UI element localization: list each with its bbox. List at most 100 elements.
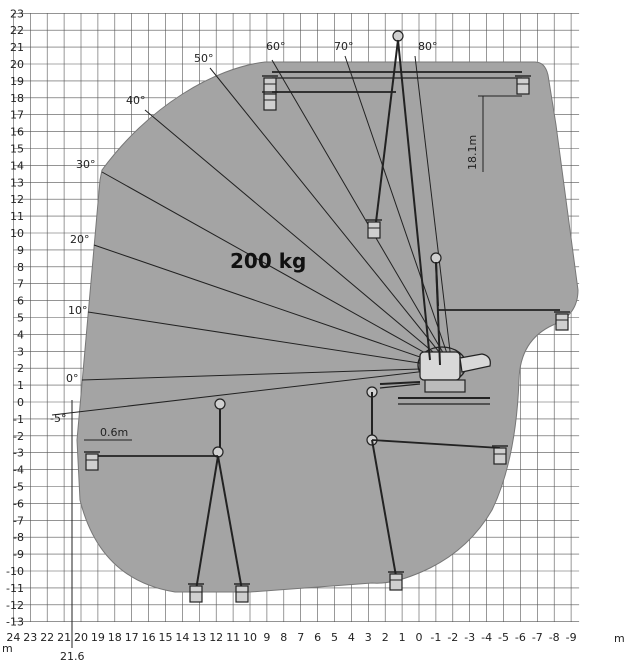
x-tick-label: 5 (331, 631, 338, 644)
y-tick-label: -1 (13, 413, 24, 426)
boom-arm (375, 39, 399, 223)
y-tick-label: 2 (17, 362, 24, 375)
x-tick-label: -5 (498, 631, 509, 644)
boom-arm (397, 39, 431, 361)
y-tick-label: -13 (6, 616, 24, 629)
angle-line (93, 244, 453, 369)
angle-label: 10° (68, 304, 88, 317)
x-tick-label: 1 (399, 631, 406, 644)
working-envelope (76, 61, 579, 593)
y-tick-label: 18 (10, 92, 24, 105)
x-tick-label: 3 (365, 631, 372, 644)
y-tick-label: 6 (17, 295, 24, 308)
boom-arm (435, 261, 439, 307)
angle-label: -5° (50, 412, 66, 425)
y-tick-label: -7 (13, 514, 24, 527)
x-tick-label: 21 (57, 631, 71, 644)
angle-line (87, 311, 453, 369)
angle-line (344, 55, 453, 369)
y-tick-label: 21 (10, 41, 24, 54)
angle-label: 0° (66, 372, 79, 385)
x-unit-right: m (614, 632, 625, 645)
x-tick-label: 18 (108, 631, 122, 644)
x-tick-label: 19 (91, 631, 105, 644)
x-tick-label: -7 (532, 631, 543, 644)
joint-icon (392, 30, 404, 42)
basket-icon (366, 219, 382, 239)
angle-label: 30° (76, 158, 96, 171)
y-tick-label: 13 (10, 176, 24, 189)
y-tick-label: -5 (13, 481, 24, 494)
counterweight (459, 353, 491, 373)
y-tick-label: 1 (17, 379, 24, 392)
angle-label: 60° (266, 40, 286, 53)
basket-icon (388, 571, 404, 591)
y-tick-label: 22 (10, 24, 24, 37)
y-tick-label: 19 (10, 75, 24, 88)
boom-positions (84, 30, 570, 603)
max-outreach-label: 21.6 (60, 650, 85, 663)
basket-icon (84, 451, 100, 471)
x-tick-label: -3 (464, 631, 475, 644)
y-tick-label: -2 (13, 430, 24, 443)
angle-line (414, 55, 453, 369)
x-tick-label: 8 (280, 631, 287, 644)
y-tick-label: -3 (13, 447, 24, 460)
y-tick-label: -9 (13, 548, 24, 561)
x-tick-label: 9 (263, 631, 270, 644)
y-tick-label: 4 (17, 328, 24, 341)
x-tick-label: -9 (566, 631, 577, 644)
y-tick-label: 23 (10, 7, 24, 20)
x-tick-label: 17 (125, 631, 139, 644)
y-tick-label: 11 (10, 210, 24, 223)
boom-foot (379, 383, 421, 389)
angle-label: 40° (126, 94, 146, 107)
x-tick-label: 13 (192, 631, 206, 644)
x-tick-label: 23 (23, 631, 37, 644)
boom-arm (371, 439, 501, 449)
x-tick-label: -1 (430, 631, 441, 644)
x-tick-label: 2 (382, 631, 389, 644)
x-unit-left: m (2, 642, 13, 655)
y-tick-label: 17 (10, 109, 24, 122)
x-tick-label: 0 (416, 631, 423, 644)
y-tick-label: 5 (17, 312, 24, 325)
angle-label: 20° (70, 233, 90, 246)
x-tick-label: 7 (297, 631, 304, 644)
joint-icon (214, 398, 226, 410)
basket-icon (554, 311, 570, 331)
joint-icon (430, 252, 442, 264)
max-height-label: 18.1m (466, 135, 479, 170)
y-tick-label: 7 (17, 278, 24, 291)
x-tick-label: -4 (481, 631, 492, 644)
y-tick-label: 8 (17, 261, 24, 274)
y-tick-label: 3 (17, 345, 24, 358)
x-tick-label: 20 (74, 631, 88, 644)
boom-arm (371, 439, 397, 577)
angle-labels: -5°0°10°20°30°40°50°60°70°80° (50, 40, 438, 425)
y-tick-label: 20 (10, 58, 24, 71)
basket-icon (492, 445, 508, 465)
x-tick-label: 12 (209, 631, 223, 644)
y-tick-label: 0 (17, 396, 24, 409)
capacity-label: 200 kg (230, 249, 306, 273)
angle-line (144, 109, 453, 369)
angle-label: 80° (418, 40, 438, 53)
angle-label: 50° (194, 52, 214, 65)
y-tick-label: -8 (13, 531, 24, 544)
y-tick-label: 9 (17, 244, 24, 257)
y-tick-label: 12 (10, 193, 24, 206)
y-axis-ticks: 23222120191817161514131211109876543210-1… (6, 7, 24, 628)
x-tick-label: -6 (515, 631, 526, 644)
basket-icon (234, 583, 250, 603)
angle-line (209, 67, 453, 369)
x-tick-label: 16 (142, 631, 156, 644)
y-tick-label: -10 (6, 565, 24, 578)
x-tick-label: -8 (549, 631, 560, 644)
y-tick-label: -12 (6, 599, 24, 612)
y-tick-label: 10 (10, 227, 24, 240)
angle-line (81, 367, 453, 381)
boom-arm (217, 455, 243, 591)
